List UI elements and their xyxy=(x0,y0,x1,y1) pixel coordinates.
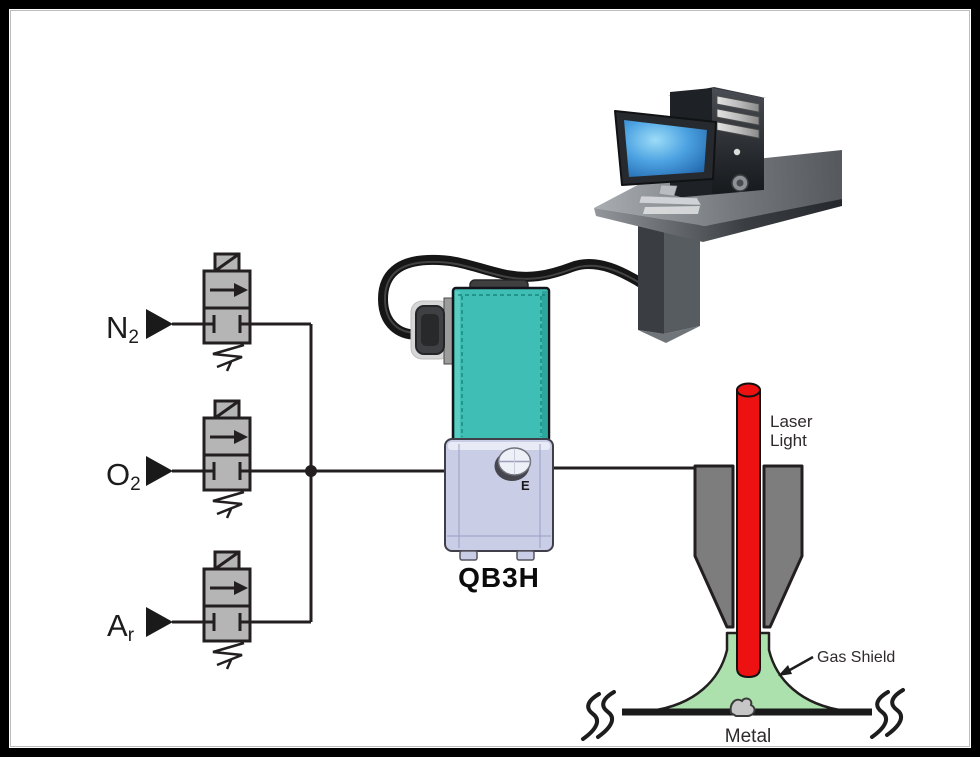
drive-bay-3 xyxy=(716,121,760,139)
weld-spot xyxy=(729,697,756,717)
gas-source-triangle-o2 xyxy=(146,456,173,486)
gas-label-n2: N2 xyxy=(106,310,139,348)
desk-post-foot xyxy=(638,326,700,343)
gas-source-triangle-ar xyxy=(146,607,173,637)
nozzle-right-half xyxy=(762,464,804,629)
base-seams xyxy=(447,444,551,548)
power-button xyxy=(733,148,741,156)
base-top-highlight xyxy=(448,442,550,450)
metal-label: Metal xyxy=(725,726,771,747)
cable-highlight xyxy=(383,260,651,334)
desk-front-edge xyxy=(594,192,842,242)
controller-body-highlight xyxy=(455,291,460,439)
laser-light-label-line1: Laser xyxy=(770,412,813,431)
base-foot-left xyxy=(459,550,478,561)
signal-cable xyxy=(377,254,657,340)
nozzle-left-half xyxy=(693,464,735,629)
monitor-stand-base xyxy=(638,195,702,206)
monitor-screen xyxy=(624,120,707,177)
connector-plug-inner xyxy=(421,314,439,346)
junction-node xyxy=(305,465,317,477)
desk-post-front xyxy=(664,216,700,334)
exhaust-port-label: E xyxy=(521,478,530,493)
cable-line xyxy=(377,254,657,340)
gas-label-ar: Ar xyxy=(107,608,135,646)
base-foot-right xyxy=(516,550,535,561)
gas-sources: N2 O2 Ar xyxy=(106,309,173,646)
controller-base xyxy=(444,438,554,552)
gas-piping xyxy=(172,322,697,624)
gas-label-o2: O2 xyxy=(106,457,141,495)
weld-zone xyxy=(581,382,905,741)
gas-shield-arrow-line xyxy=(787,655,814,673)
controller-body xyxy=(451,286,551,443)
laser-light-label-line2: Light xyxy=(770,431,807,450)
drive-bay-1 xyxy=(716,95,760,113)
monitor-stand-neck xyxy=(658,184,678,197)
drive-bay-2 xyxy=(716,108,760,126)
gas-shield-arrowhead xyxy=(778,665,792,676)
gas-shield-label: Gas Shield xyxy=(817,649,895,666)
annotations: Laser Light Gas Shield Metal xyxy=(725,412,896,747)
stand-reflection xyxy=(643,206,700,214)
computer-workstation xyxy=(594,87,842,343)
controller-body-seams xyxy=(458,294,545,437)
qb3h-controller: E QB3H xyxy=(410,279,554,593)
controller-model-label: QB3H xyxy=(458,562,540,593)
inner-frame-line xyxy=(10,10,970,747)
desk-front-band xyxy=(640,183,842,226)
gas-source-triangle-n2 xyxy=(146,309,173,339)
tower-port-center xyxy=(736,179,744,187)
laser-beam xyxy=(736,389,761,679)
controller-body-shade xyxy=(542,291,548,439)
desk-post-side xyxy=(638,218,664,334)
laser-beam-top-cap xyxy=(736,382,761,398)
